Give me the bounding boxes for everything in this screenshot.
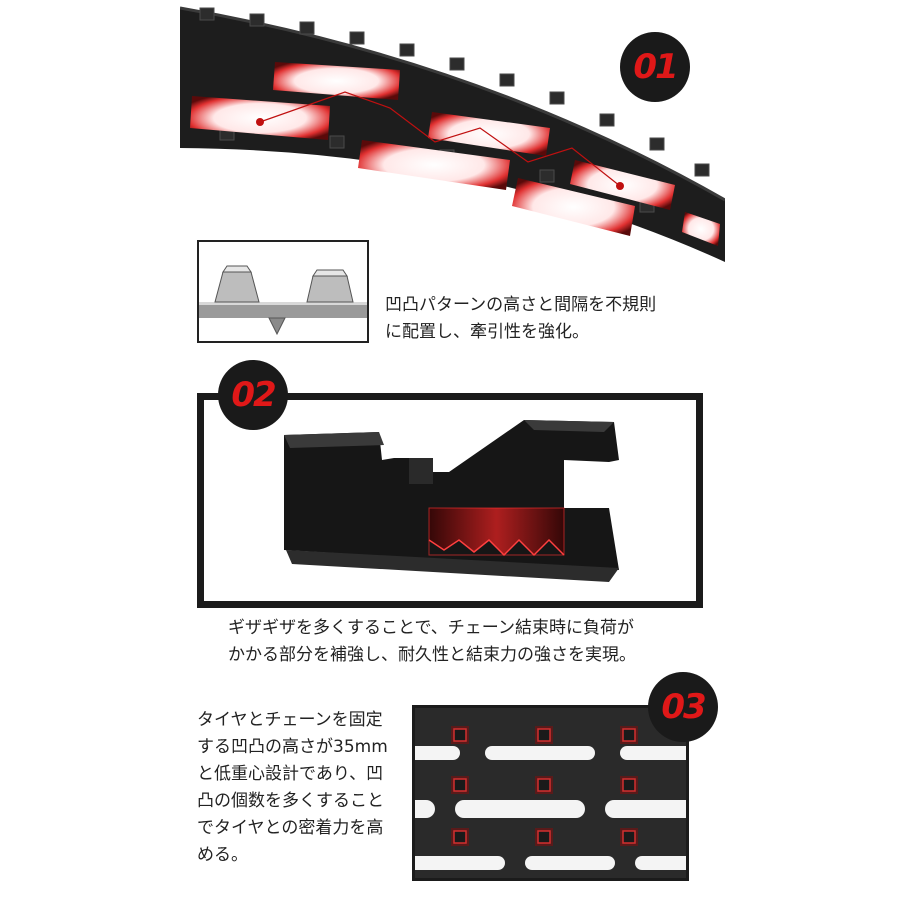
caption-line: タイヤとチェーンを固定	[197, 710, 383, 730]
badge-01: 01	[620, 32, 690, 102]
caption-line: でタイヤとの密着力を高	[197, 818, 384, 838]
caption-line: ギザギザを多くすることで、チェーン結束時に負荷が	[228, 618, 634, 638]
caption-line: 凸の個数を多くすること	[197, 791, 384, 811]
badge-number: 01	[633, 47, 678, 87]
badge-number: 03	[661, 687, 706, 727]
cross-section-diagram	[197, 240, 369, 343]
section-03-frame	[412, 705, 689, 881]
chain-hook-photo	[284, 420, 619, 582]
caption-line: かかる部分を補強し、耐久性と結束力の強さを実現。	[228, 645, 636, 665]
section-01-caption: 凹凸パターンの高さと間隔を不規則 に配置し、牽引性を強化。	[385, 292, 656, 346]
caption-line: 凹凸パターンの高さと間隔を不規則	[385, 295, 657, 315]
caption-line: に配置し、牽引性を強化。	[385, 322, 589, 342]
badge-03: 03	[648, 672, 718, 742]
caption-line: する凹凸の高さが35mm	[197, 737, 388, 757]
section-02-caption: ギザギザを多くすることで、チェーン結束時に負荷が かかる部分を補強し、耐久性と結…	[228, 615, 636, 669]
section-02-frame	[197, 393, 703, 608]
badge-02: 02	[218, 360, 288, 430]
chain-plate-photo	[180, 6, 725, 262]
plate-closeup-photo	[415, 708, 686, 878]
badge-number: 02	[231, 375, 276, 415]
caption-line: める。	[197, 845, 248, 865]
cross-section-drawing	[199, 265, 367, 336]
caption-line: と低重心設計であり、凹	[197, 764, 384, 784]
section-03-caption: タイヤとチェーンを固定 する凹凸の高さが35mm と低重心設計であり、凹 凸の個…	[197, 707, 388, 869]
